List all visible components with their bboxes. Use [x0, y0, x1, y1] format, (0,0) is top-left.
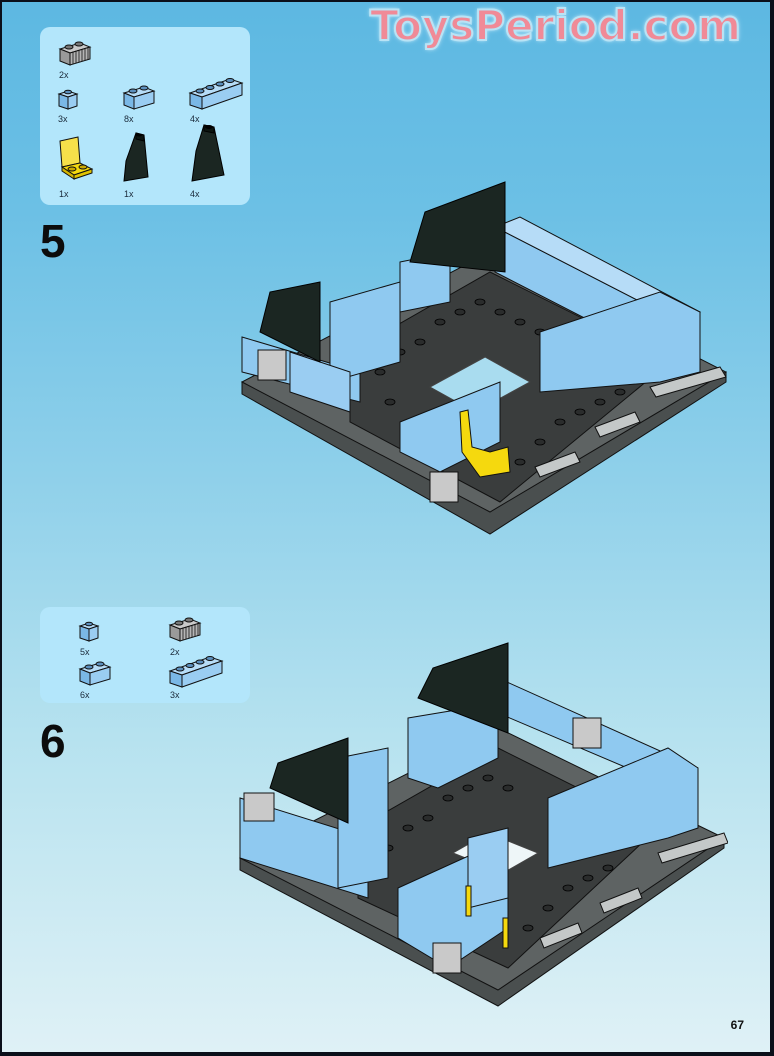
part-qty: 4x	[190, 114, 200, 124]
part-qty: 2x	[59, 70, 69, 80]
part-qty: 8x	[124, 114, 134, 124]
step-number-5: 5	[40, 215, 66, 267]
brick-1x2-icon	[122, 85, 156, 110]
step-6-parts-list: 5x 2x 6x 3x	[40, 607, 250, 703]
brick-1x2-icon	[78, 661, 112, 686]
step-6-assembly-illustration	[238, 642, 728, 1007]
slope-brick-icon	[191, 124, 225, 182]
brick-1x1-icon	[78, 621, 100, 642]
page-number: 67	[730, 1018, 744, 1032]
grille-brick-icon	[58, 41, 92, 66]
part-qty: 1x	[59, 189, 69, 199]
part-qty: 5x	[80, 647, 90, 657]
part-qty: 4x	[190, 189, 200, 199]
brick-1x4-icon	[188, 78, 244, 110]
grille-brick-icon	[168, 617, 202, 642]
step-5-assembly-illustration	[240, 181, 727, 535]
part-qty: 3x	[170, 690, 180, 700]
step-number-6: 6	[40, 715, 66, 767]
part-qty: 6x	[80, 690, 90, 700]
slope-brick-icon	[123, 132, 149, 182]
part-qty: 1x	[124, 189, 134, 199]
watermark: ToysPeriod.com	[369, 2, 742, 51]
part-qty: 3x	[58, 114, 68, 124]
brick-1x4-icon	[168, 656, 224, 688]
step-5-parts-list: 2x 3x 8x 4x	[40, 27, 250, 205]
brick-1x1-icon	[57, 89, 79, 110]
part-qty: 2x	[170, 647, 180, 657]
seat-icon	[59, 136, 94, 180]
